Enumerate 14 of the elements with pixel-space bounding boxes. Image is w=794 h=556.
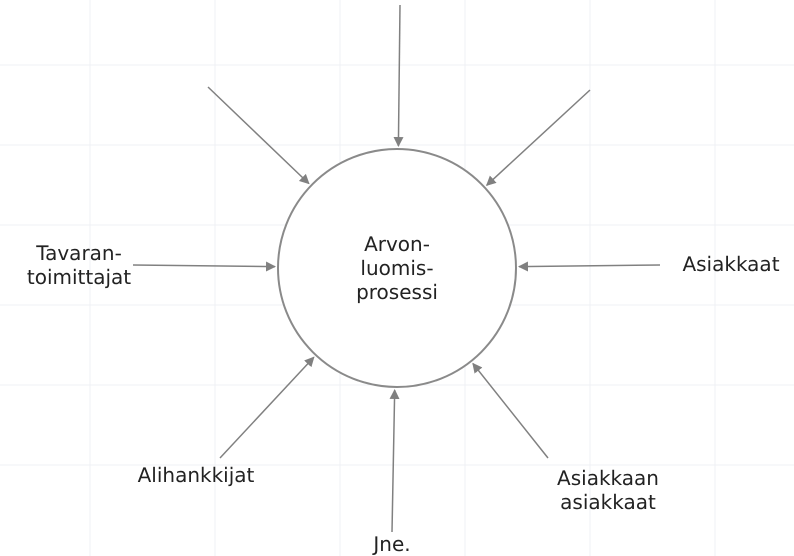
arrow xyxy=(394,5,404,147)
stakeholder-label: Alihankkijat xyxy=(136,463,256,487)
arrow xyxy=(219,356,315,459)
stakeholder-label: Asiakkaat xyxy=(681,252,781,276)
stakeholder-label: Tavaran- toimittajat xyxy=(26,241,132,289)
arrow xyxy=(486,89,590,186)
arrow xyxy=(518,262,660,272)
stakeholder-label: Asiakkaan asiakkaat xyxy=(556,466,660,514)
stakeholder-label: Jne. xyxy=(371,532,412,556)
process-title: Arvon- luomis- prosessi xyxy=(355,232,439,304)
arrow xyxy=(390,388,400,532)
arrow xyxy=(207,86,310,184)
arrow xyxy=(472,362,549,458)
arrow xyxy=(133,262,276,272)
